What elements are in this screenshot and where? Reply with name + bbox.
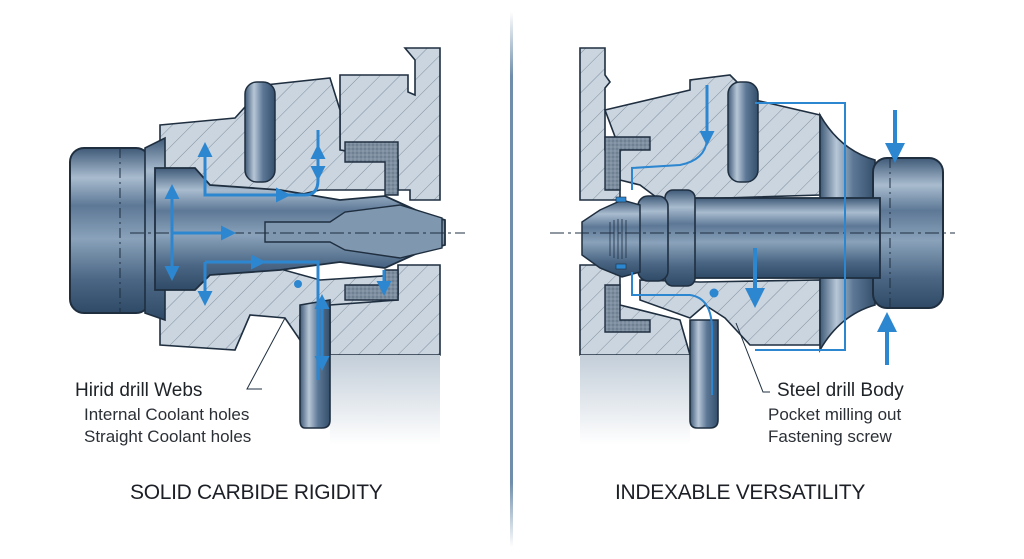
callout-line-pocket-milling: Pocket milling out xyxy=(768,405,902,424)
housing-base-right xyxy=(580,355,690,445)
callout-heading-left: Hirid drill Webs xyxy=(75,380,203,401)
collar xyxy=(664,189,696,287)
seal-top-right xyxy=(604,136,651,191)
indexable-drill-diagram xyxy=(550,47,955,445)
drill-tip xyxy=(264,204,443,259)
coolant-outlet-pipe-right xyxy=(689,319,719,429)
callout-leader-right xyxy=(735,322,770,393)
coolant-outlet-pipe xyxy=(299,299,331,429)
panel-title-right: INDEXABLE VERSATILITY xyxy=(615,481,866,504)
shank xyxy=(69,147,151,314)
coolant-flow-arrows-right xyxy=(631,85,905,395)
seal-top xyxy=(344,141,399,196)
callout-line-straight-coolant: Straight Coolant holes xyxy=(84,427,252,446)
flange-groove-right xyxy=(727,81,759,183)
panel-title-left: SOLID CARBIDE RIGIDITY xyxy=(130,481,383,504)
solid-carbide-drill-diagram xyxy=(69,47,465,445)
seal-bottom-right xyxy=(604,284,651,333)
callout-line-internal-coolant: Internal Coolant holes xyxy=(84,405,250,424)
insert-flutes xyxy=(609,219,627,259)
panel-divider xyxy=(510,12,513,547)
flange-groove xyxy=(244,81,276,183)
o-ring-top xyxy=(615,196,627,203)
callout-heading-right: Steel drill Body xyxy=(777,380,904,401)
drill-core-right xyxy=(689,197,881,279)
collar-inner xyxy=(637,195,669,282)
coolant-flow-arrows xyxy=(164,130,392,380)
coolant-port-dot-right xyxy=(709,288,719,298)
coolant-port-dot xyxy=(294,280,302,288)
housing-base xyxy=(330,355,440,445)
callout-line-fastening-screw: Fastening screw xyxy=(768,427,892,446)
indexable-insert xyxy=(581,199,641,278)
o-ring-bottom xyxy=(615,263,627,270)
seal-bottom xyxy=(344,269,399,301)
callout-leader-left xyxy=(246,317,286,390)
drill-body-section-right-lower xyxy=(639,279,821,346)
